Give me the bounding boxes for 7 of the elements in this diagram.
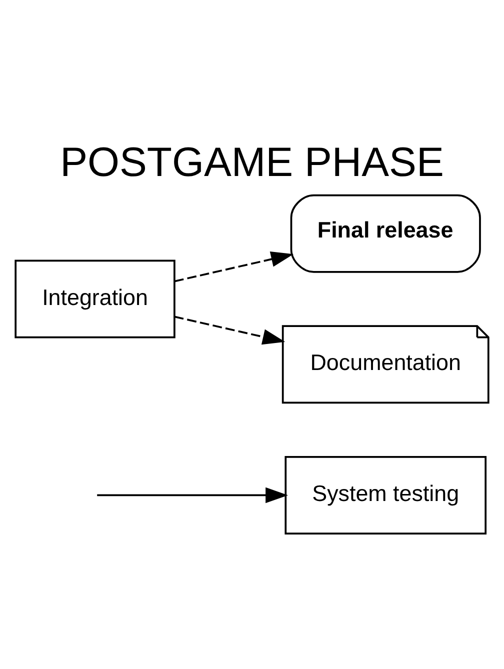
arrow: [97, 487, 288, 504]
arrow: [174, 252, 294, 282]
node-box: Integration: [14, 260, 176, 338]
diagram-title: POSTGAME PHASE: [60, 138, 444, 185]
node-box: Final release: [290, 194, 481, 273]
arrow: [174, 316, 286, 345]
node-box: System testing: [284, 456, 487, 534]
